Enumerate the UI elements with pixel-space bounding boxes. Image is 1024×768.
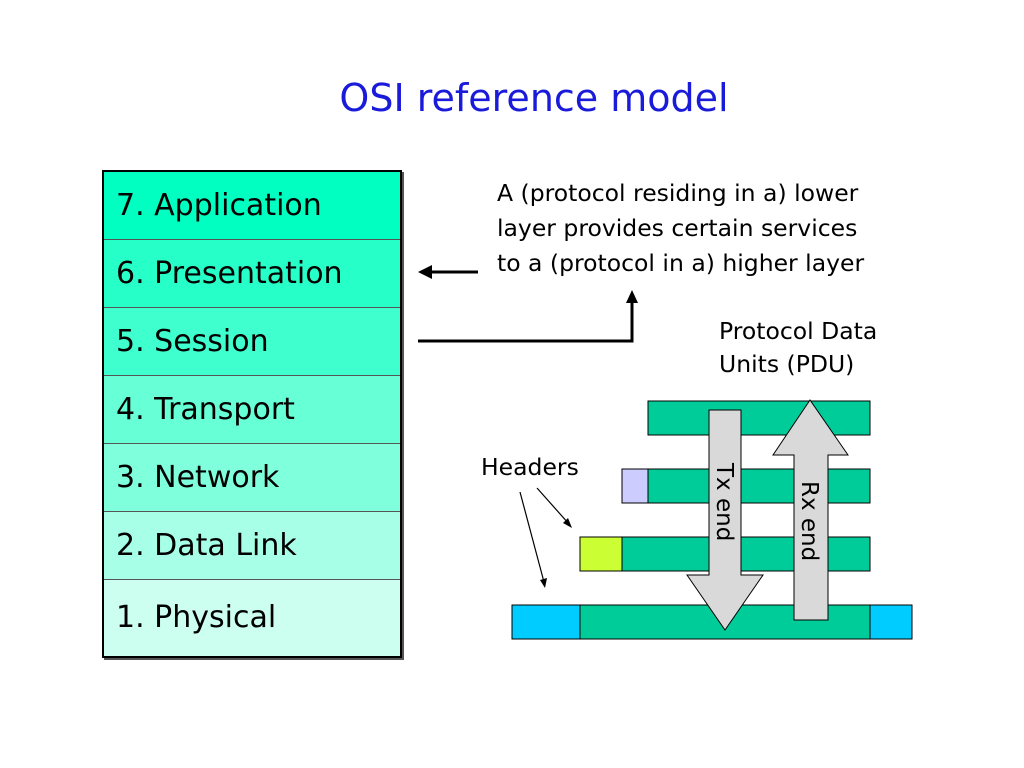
pdu-header-level-2 xyxy=(621,468,649,504)
tx-end-arrow xyxy=(686,409,764,631)
rx-end-arrow xyxy=(772,399,849,621)
service-description-line-3: to a (protocol in a) higher layer xyxy=(497,249,865,277)
pdu-bar-level-2 xyxy=(647,468,871,504)
pdu-trailer-level-4 xyxy=(869,604,913,640)
up-arrow-head xyxy=(626,290,638,303)
header-pointers xyxy=(519,487,572,588)
layer-network: 3. Network xyxy=(104,444,400,512)
osi-layer-stack: 7. Application 6. Presentation 5. Sessio… xyxy=(102,170,402,658)
service-arrows xyxy=(418,265,638,343)
service-description-line-2: layer provides certain services xyxy=(497,214,858,242)
header-pointer-1 xyxy=(536,487,570,525)
page-title: OSI reference model xyxy=(339,76,729,120)
up-arrow-shaft xyxy=(418,302,634,343)
layer-session: 5. Session xyxy=(104,308,400,376)
pdu-header-level-3 xyxy=(579,536,623,572)
pdu-bar-level-3 xyxy=(621,536,871,572)
header-pointer-1-head xyxy=(563,518,572,528)
pdu-header-level-4 xyxy=(511,604,581,640)
header-pointer-2-head xyxy=(540,578,547,588)
layer-application: 7. Application xyxy=(104,172,400,240)
headers-label: Headers xyxy=(481,453,579,481)
layer-presentation: 6. Presentation xyxy=(104,240,400,308)
tx-end-label: Tx end xyxy=(711,462,737,541)
layer-transport: 4. Transport xyxy=(104,376,400,444)
layer-physical: 1. Physical xyxy=(104,580,400,656)
pdu-label: Protocol Data Units (PDU) xyxy=(719,315,877,381)
left-arrow-head xyxy=(418,265,432,279)
service-description: A (protocol residing in a) lower layer p… xyxy=(497,176,977,281)
service-description-line-1: A (protocol residing in a) lower xyxy=(497,179,859,207)
rx-end-label: Rx end xyxy=(796,481,822,561)
header-pointer-2 xyxy=(519,491,545,583)
pdu-label-line-2: Units (PDU) xyxy=(719,350,855,378)
layer-data-link: 2. Data Link xyxy=(104,512,400,580)
pdu-label-line-1: Protocol Data xyxy=(719,317,878,345)
pdu-bar-top xyxy=(647,400,871,436)
